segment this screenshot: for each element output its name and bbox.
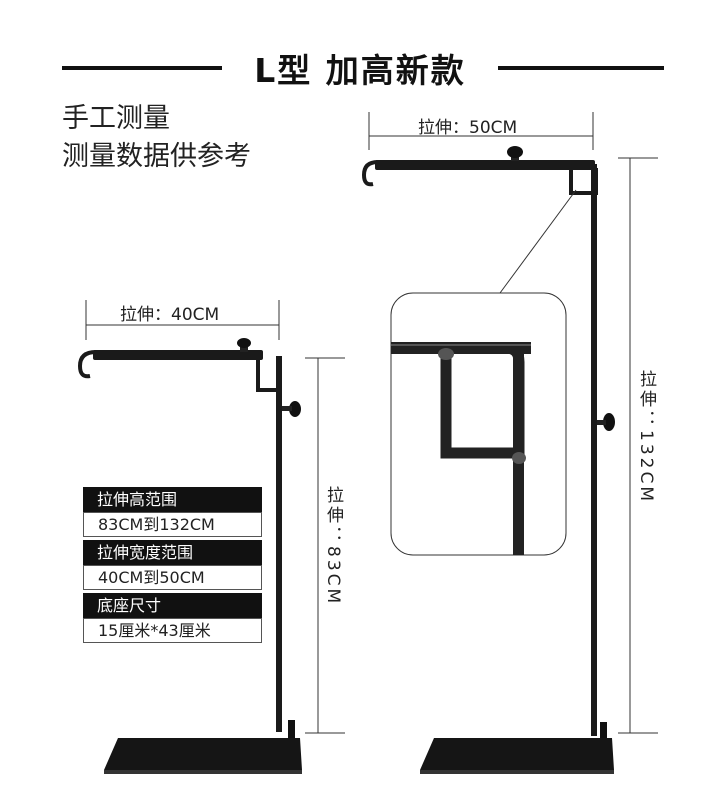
right-stand-image — [361, 146, 615, 774]
right-width-dimension — [368, 112, 594, 150]
right-height-label: 拉伸：132CM — [636, 370, 656, 504]
left-width-label: 拉伸：40CM — [120, 305, 220, 325]
left-stand-image — [77, 338, 302, 774]
title-rule-right — [498, 66, 664, 70]
page-title: L型 加高新款 — [254, 51, 466, 90]
note-reference: 测量数据供参考 — [62, 141, 251, 172]
note-handmade: 手工测量 — [62, 103, 170, 134]
left-width-dimension — [85, 300, 280, 340]
title-rule-left — [62, 66, 222, 70]
spec-base-size: 底座尺寸 15厘米*43厘米 — [83, 593, 262, 643]
left-height-label: 拉伸：83CM — [323, 486, 343, 607]
callout-leader-line — [499, 189, 577, 294]
detail-callout — [390, 292, 567, 556]
spec-value: 83CM到132CM — [83, 512, 262, 537]
spec-height-range: 拉伸高范围 83CM到132CM — [83, 487, 262, 537]
header: L型 加高新款 — [0, 40, 724, 92]
spec-width-range: 拉伸宽度范围 40CM到50CM — [83, 540, 262, 590]
right-height-dimension — [618, 157, 658, 734]
right-width-label: 拉伸：50CM — [418, 118, 518, 138]
left-height-dimension — [305, 357, 345, 734]
spec-heading: 底座尺寸 — [83, 593, 262, 618]
spec-heading: 拉伸高范围 — [83, 487, 262, 512]
spec-value: 40CM到50CM — [83, 565, 262, 590]
spec-value: 15厘米*43厘米 — [83, 618, 262, 643]
spec-heading: 拉伸宽度范围 — [83, 540, 262, 565]
